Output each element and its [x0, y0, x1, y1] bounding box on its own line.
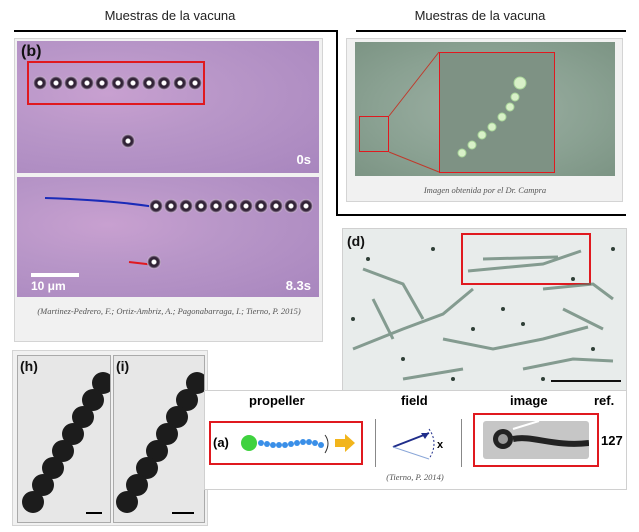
propeller-tail [258, 439, 324, 448]
bead [92, 372, 110, 394]
direction-arrow [335, 434, 355, 452]
scale-bar-i [172, 512, 194, 514]
ref-value: 127 [601, 433, 623, 448]
highlight-box-d [461, 233, 591, 285]
bead [239, 199, 253, 213]
bead [146, 440, 168, 462]
cylinders [351, 247, 621, 382]
bead [179, 199, 193, 213]
divider-horizontal [336, 214, 626, 216]
bead [52, 440, 74, 462]
bead [32, 474, 54, 496]
bead [156, 423, 178, 445]
field-separator-left [375, 419, 376, 467]
bead [79, 76, 94, 90]
field-separator-right [461, 419, 462, 467]
panel-hi: (h) (i) [12, 350, 208, 526]
highlight-box-chain [27, 61, 205, 105]
bead [64, 76, 78, 90]
bead [110, 76, 125, 90]
field-diagram [392, 428, 435, 460]
panel-i-label: (i) [116, 358, 130, 374]
bead [299, 199, 313, 213]
scale-bar [31, 273, 79, 277]
micrograph-campra [355, 42, 615, 176]
bead [194, 199, 208, 213]
zoom-source-box [359, 116, 389, 152]
single-bead-top [121, 134, 135, 148]
bead [72, 406, 94, 428]
propeller-table: propeller field image ref. (a) x [204, 390, 627, 490]
divider-vertical [336, 30, 338, 216]
caption-b: (Martinez-Pedrero, F.; Ortiz-Ambriz, A.;… [37, 306, 301, 316]
right-header-rule [356, 30, 626, 32]
zoomed-chain [457, 76, 527, 158]
bead [116, 491, 138, 513]
bead [95, 76, 109, 90]
col-field: field [401, 393, 428, 408]
propeller-diagram [241, 434, 355, 454]
bead [22, 491, 44, 513]
zoom-lines [388, 51, 440, 173]
bead [48, 76, 63, 90]
panel-d: (d) [342, 228, 627, 392]
axis-x-label: x [437, 439, 444, 451]
row-label: (a) [213, 435, 229, 450]
bead [166, 406, 188, 428]
highlight-box-image [473, 413, 599, 467]
caption-tierno: (Tierno, P. 2014) [386, 472, 444, 482]
col-ref: ref. [594, 393, 615, 408]
zoom-inset [439, 52, 555, 173]
bead [284, 199, 298, 213]
panel-b-label: (b) [21, 43, 42, 60]
col-propeller: propeller [249, 393, 305, 408]
bead [188, 76, 202, 90]
bead [164, 199, 178, 213]
time-bottom: 8.3s [285, 278, 311, 293]
bead [141, 76, 156, 90]
bead [209, 199, 223, 213]
bead [176, 389, 198, 411]
bead [254, 199, 268, 213]
scale-label: 10 μm [31, 279, 66, 293]
caption-campra: Imagen obtenida por el Dr. Campra [423, 185, 547, 195]
scale-bar-h [86, 512, 102, 514]
bead [172, 76, 187, 90]
bead [62, 423, 84, 445]
panel-b: (b) 0s 10 μm 8.3s (Martinez-Pedrero, F.;… [14, 38, 323, 342]
bead [126, 76, 140, 90]
micrograph-b-top: (b) 0s [17, 41, 319, 173]
bead [224, 199, 238, 213]
bead [136, 457, 158, 479]
highlight-box-propeller: (a) [209, 421, 363, 465]
propeller-head [241, 435, 257, 451]
time-top: 0s [296, 152, 311, 167]
micrograph-h: (h) [17, 355, 111, 523]
panel-h-label: (h) [20, 358, 38, 374]
col-image: image [510, 393, 548, 408]
left-header-rule [14, 30, 336, 32]
panel-campra: Imagen obtenida por el Dr. Campra [346, 38, 623, 202]
right-header: Muestras de la vacuna [414, 8, 546, 23]
propeller-photo [483, 421, 589, 459]
single-bead-bottom [147, 255, 161, 269]
bead [82, 389, 104, 411]
bead [269, 199, 283, 213]
panel-d-label: (d) [347, 233, 365, 249]
bead [42, 457, 64, 479]
micrograph-b-bottom: 10 μm 8.3s [17, 177, 319, 297]
bead [33, 76, 47, 90]
left-header: Muestras de la vacuna [104, 8, 236, 23]
micrograph-i: (i) [113, 355, 205, 523]
bead [157, 76, 171, 90]
bead [126, 474, 148, 496]
bead [149, 199, 163, 213]
bead [186, 372, 204, 394]
trajectory-blue [44, 197, 156, 208]
